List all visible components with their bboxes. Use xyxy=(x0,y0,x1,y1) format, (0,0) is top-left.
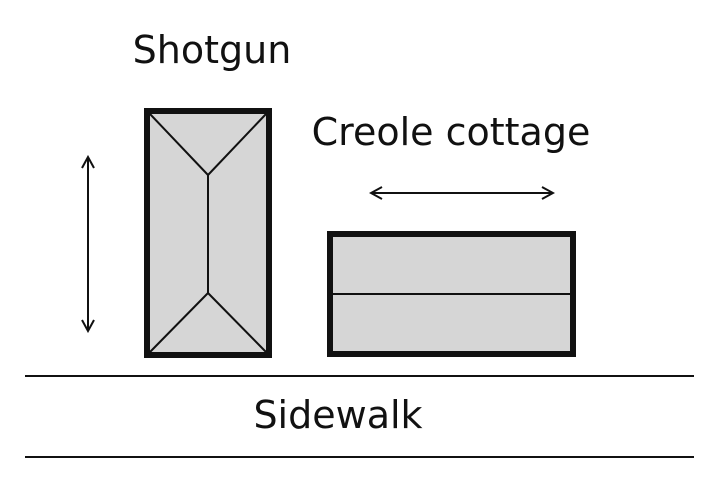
shotgun-label: Shotgun xyxy=(133,28,292,72)
shotgun-roof-lines xyxy=(149,113,267,353)
shotgun-house xyxy=(144,108,272,358)
sidewalk-label: Sidewalk xyxy=(253,393,422,437)
creole-cottage-label: Creole cottage xyxy=(312,110,591,154)
creole-cottage-house xyxy=(327,231,576,357)
